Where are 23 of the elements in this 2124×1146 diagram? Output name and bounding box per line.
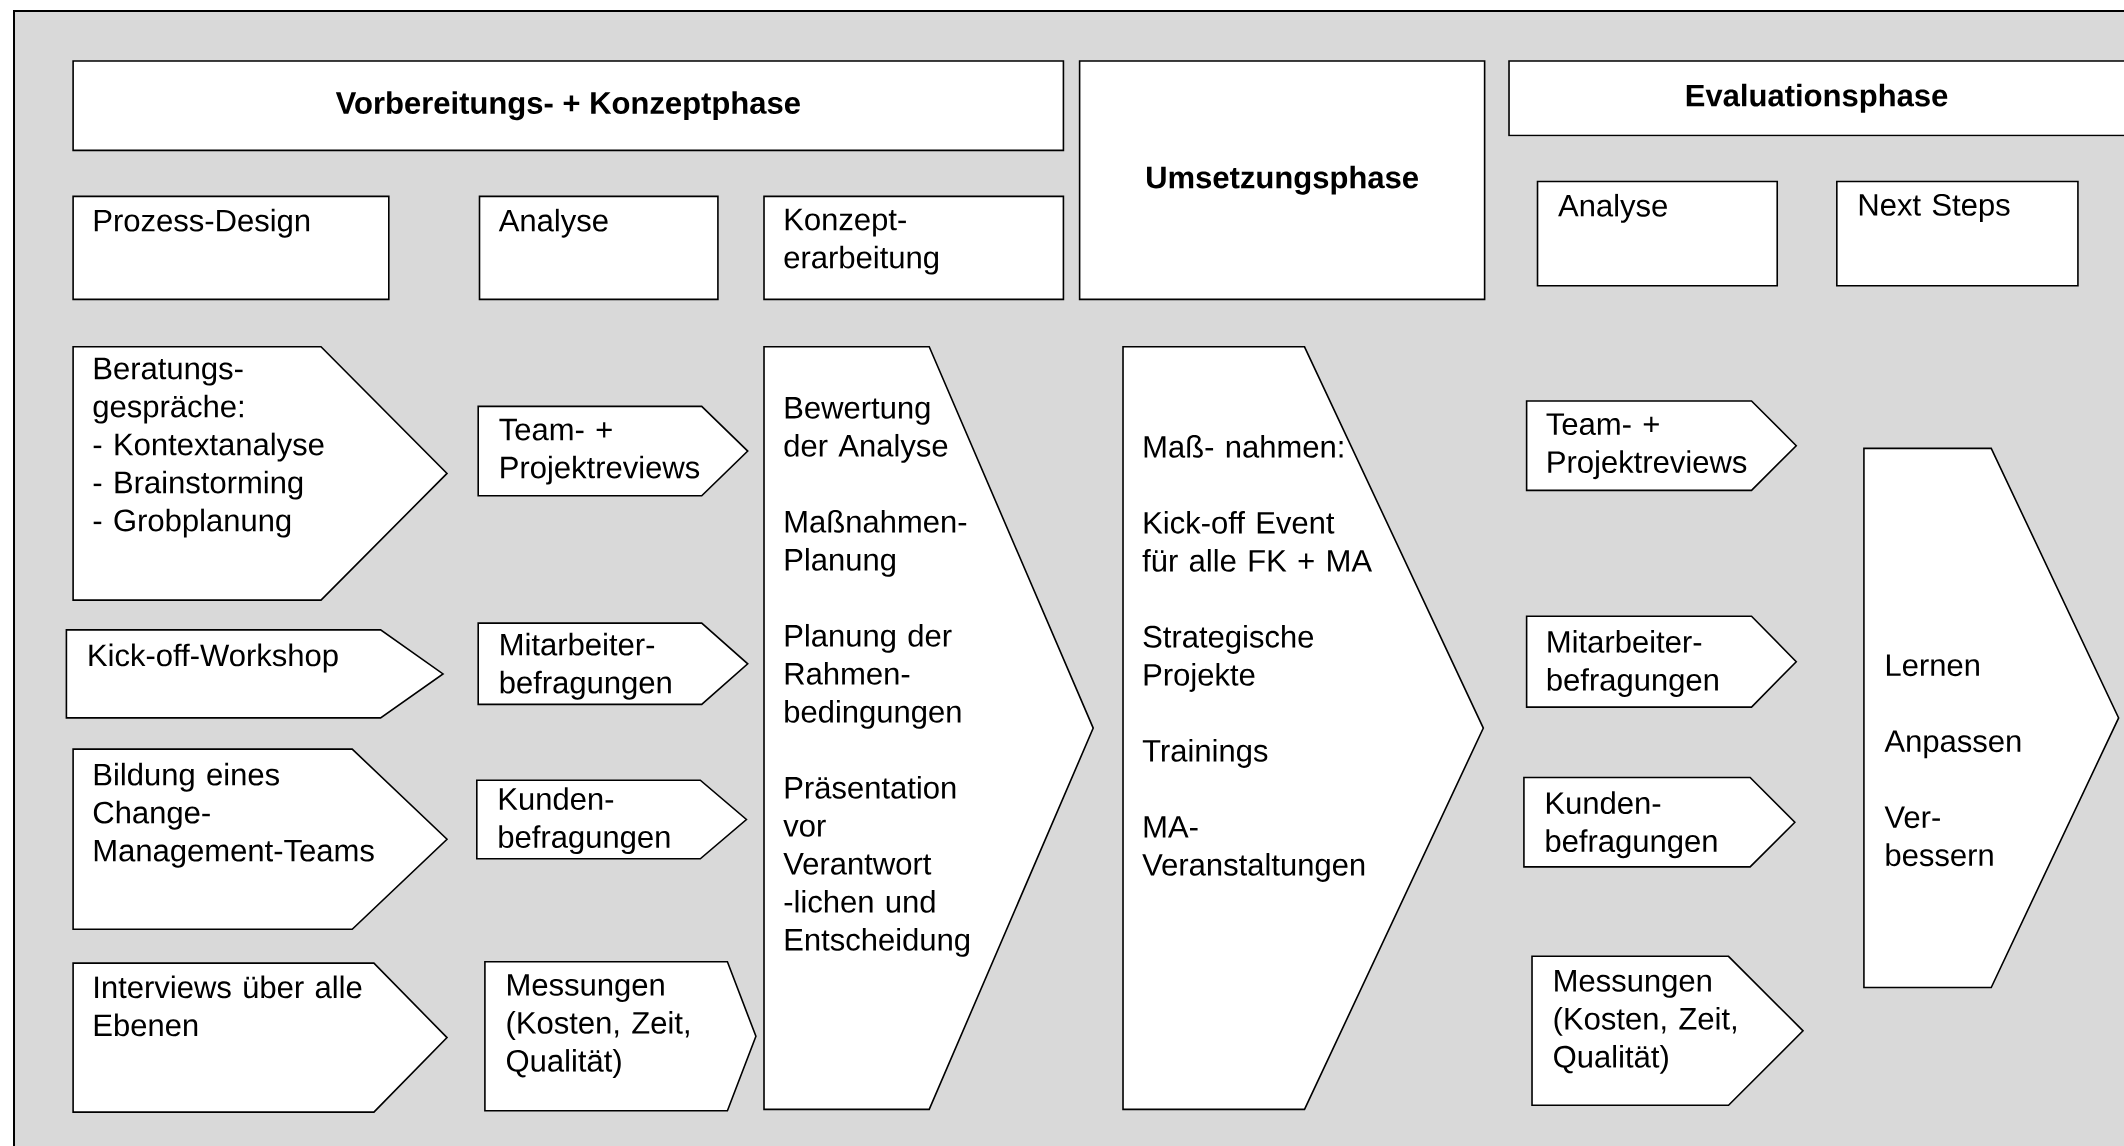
chevron-box: Kick-off-Workshop (65, 629, 445, 719)
phase-header-box: Umsetzungsphase (1078, 60, 1486, 301)
chevron-box: Messungen (Kosten, Zeit, Qualität) (1531, 955, 1805, 1107)
chevron-box: Maß- nahmen: Kick-off Event für alle FK + MA Strategische Projekte Trainings MA- Veranstaltungen (1122, 346, 1485, 1111)
chevron-box: Team- + Projektreviews (1525, 400, 1798, 492)
column-header-box: Next Steps (1836, 180, 2079, 287)
chevron-box: Bildung eines Change- Management-Teams (72, 748, 449, 930)
chevron-box: Mitarbeiter- befragungen (477, 622, 749, 706)
column-header-box: Konzept- erarbeitung (763, 195, 1065, 301)
column-header-box: Prozess-Design (72, 195, 390, 301)
phase-header-box: Evaluationsphase (1508, 60, 2124, 137)
chevron-box: Beratungs- gespräche: - Kontextanalyse - Brainstorming - Grobplanung (72, 346, 449, 601)
chevron-box: Lernen Anpassen Ver- bessern (1863, 447, 2120, 989)
chevron-box: Team- + Projektreviews (477, 405, 749, 497)
chevron-box: Mitarbeiter- befragungen (1525, 615, 1798, 708)
chevron-box: Messungen (Kosten, Zeit, Qualität) (484, 961, 757, 1112)
chevron-box: Kunden- befragungen (476, 779, 748, 860)
column-header-box: Analyse (478, 195, 719, 301)
chevron-box: Bewertung der Analyse Maßnahmen- Planung Planung der Rahmen- bedingungen Präsentation vor Verantwort -lichen und Entscheidung (763, 346, 1095, 1111)
phase-header-box: Vorbereitungs- + Konzeptphase (72, 60, 1065, 152)
column-header-box: Analyse (1536, 180, 1778, 287)
chevron-box: Kunden- befragungen (1523, 776, 1796, 868)
chevron-box: Interviews über alle Ebenen (72, 962, 449, 1113)
